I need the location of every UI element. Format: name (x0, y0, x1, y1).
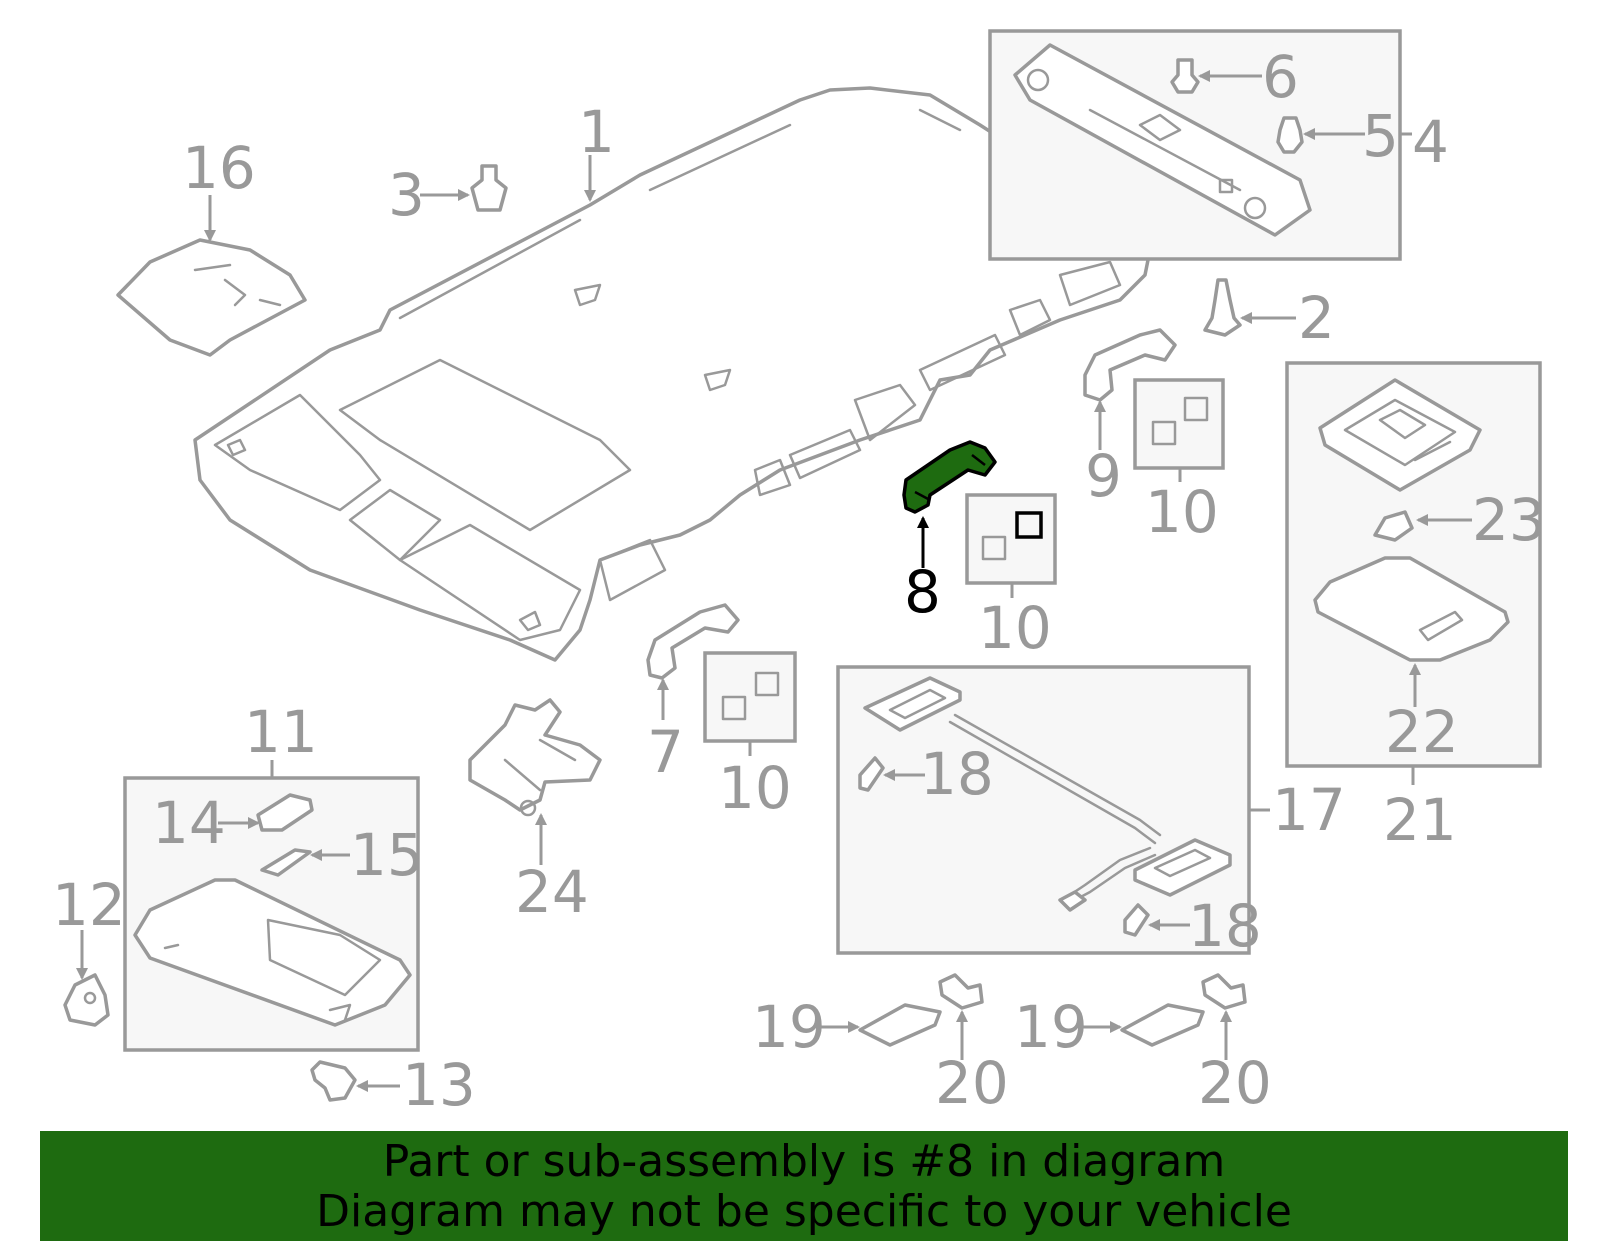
grab-handle-part-9 (1083, 328, 1177, 402)
clip-box-10-lower (703, 651, 797, 743)
callout-23: 23 (1472, 486, 1546, 554)
clip-part-12 (63, 973, 110, 1027)
callout-7: 7 (647, 718, 684, 786)
bracket-part-20-left (938, 973, 984, 1010)
callout-labels: 1 2 3 4 5 6 7 8 9 10 10 10 11 12 13 14 1… (52, 43, 1546, 1119)
lamp-base-part-16 (116, 238, 307, 357)
clip-box-10-upper (1133, 378, 1225, 470)
callout-14: 14 (152, 789, 226, 857)
map-lamp-box-21 (1285, 361, 1542, 768)
grab-handle-part-7 (646, 603, 740, 680)
bracket-part-20-right (1201, 973, 1247, 1010)
sun-visor-box-11 (123, 776, 420, 1052)
callout-10-lower: 10 (718, 754, 792, 822)
pad-part-19-left (858, 1003, 942, 1047)
callout-22: 22 (1385, 698, 1459, 766)
callout-15: 15 (350, 821, 424, 889)
callout-16: 16 (182, 134, 256, 202)
callout-6: 6 (1262, 43, 1299, 111)
grab-handle-part-8-highlighted (902, 440, 997, 514)
callout-18-lower: 18 (1188, 892, 1262, 960)
callout-5: 5 (1362, 102, 1399, 170)
callout-10-upper: 10 (1145, 478, 1219, 546)
banner-line-1: Part or sub-assembly is #8 in diagram (382, 1136, 1226, 1187)
clip-box-10-middle (965, 493, 1057, 585)
callout-13: 13 (402, 1051, 476, 1119)
callout-12: 12 (52, 871, 126, 939)
callout-18-upper: 18 (920, 740, 994, 808)
callout-21: 21 (1383, 786, 1457, 854)
banner-line-2: Diagram may not be specific to your vehi… (316, 1186, 1292, 1237)
callout-11: 11 (244, 698, 318, 766)
callout-17: 17 (1272, 776, 1346, 844)
lamp-harness-box-17 (836, 665, 1251, 955)
callout-10-middle: 10 (978, 594, 1052, 662)
leader-arrows (76, 70, 1472, 1092)
headliner-part-1 (193, 86, 1152, 662)
clip-part-13 (310, 1060, 357, 1102)
clip-part-2 (1203, 278, 1242, 337)
info-banner: Part or sub-assembly is #8 in diagram Di… (40, 1131, 1568, 1241)
callout-9: 9 (1085, 442, 1122, 510)
callout-24: 24 (515, 858, 589, 926)
pad-part-19-right (1120, 1003, 1205, 1047)
callout-20-right: 20 (1198, 1049, 1272, 1117)
assembly-box-4 (988, 29, 1402, 261)
callout-4: 4 (1412, 108, 1449, 176)
clip-part-3 (470, 164, 508, 212)
callout-20-left: 20 (935, 1049, 1009, 1117)
callout-19-left: 19 (752, 993, 826, 1061)
callout-2: 2 (1298, 284, 1335, 352)
callout-3: 3 (388, 161, 425, 229)
bracket-part-24 (468, 698, 602, 817)
callout-19-right: 19 (1014, 993, 1088, 1061)
callout-8: 8 (904, 558, 941, 626)
callout-1: 1 (578, 98, 615, 166)
